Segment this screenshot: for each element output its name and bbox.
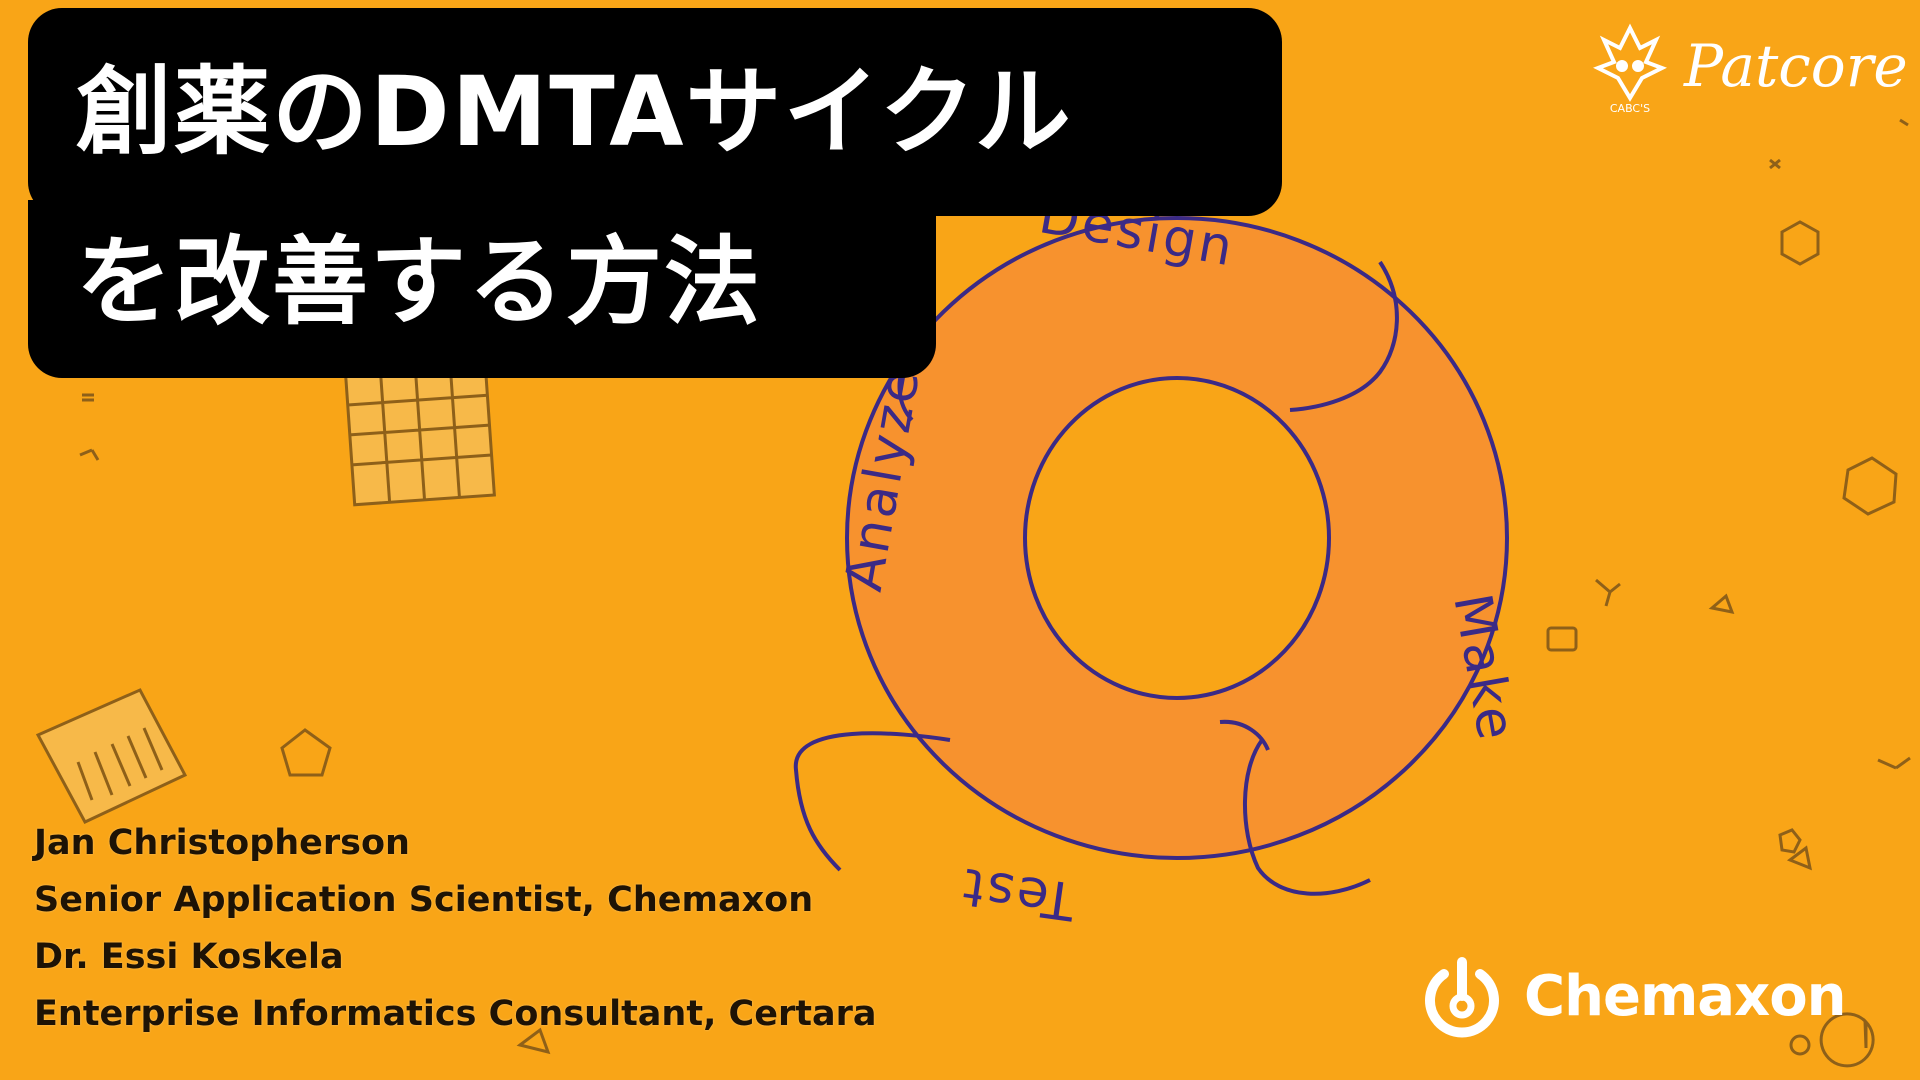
hexagon-doodle-icon (1842, 456, 1898, 516)
patcore-logo: CABC'S Patcore (1590, 18, 1908, 114)
triangle-doodle-icon (516, 1027, 551, 1055)
power-ring-icon (1425, 957, 1499, 1038)
patcore-emblem-text: CABC'S (1610, 102, 1650, 114)
pentagon-doodle-icon (280, 728, 332, 777)
circle-doodle-icon (1789, 1034, 1811, 1056)
speaker-2-name: Dr. Essi Koskela (34, 937, 344, 977)
speaker-1-name: Jan Christopherson (34, 823, 410, 863)
page-title-line-2: を改善する方法 (76, 226, 762, 338)
molecule-doodle-icon (1877, 756, 1911, 770)
hexagon-doodle-icon (1778, 828, 1802, 854)
tick-doodle-icon (1769, 118, 1909, 170)
spreadsheet-doodle-icon (344, 363, 496, 507)
speaker-list: Jan Christopherson Senior Application Sc… (34, 815, 876, 1043)
patcore-wordmark: Patcore (1684, 32, 1908, 100)
cycle-ring (844, 216, 1510, 860)
triangle-doodle-icon (1786, 845, 1813, 871)
cycle-stage-make: Make (1441, 589, 1526, 746)
cycle-arrow-outlines (793, 260, 1399, 896)
molecule-doodle-icon (1595, 578, 1621, 607)
molecule-doodle-icon (79, 448, 100, 461)
title-banner-line-2: を改善する方法 (28, 200, 936, 378)
chemaxon-logo: Chemaxon (1420, 950, 1847, 1042)
title-banner-line-1: 創薬のDMTAサイクル (28, 8, 1282, 216)
dmta-cycle-diagram: Design Make Test Analyze (793, 185, 1526, 931)
speaker-1-role: Senior Application Scientist, Chemaxon (34, 880, 814, 920)
document-doodle-icon (35, 688, 188, 824)
tick-doodle-icon (82, 393, 94, 402)
triangle-doodle-icon (1708, 593, 1735, 615)
cycle-stage-test: Test (957, 855, 1080, 930)
pie-doodle-icon (1819, 1012, 1875, 1068)
dragon-crest-icon: CABC'S (1593, 23, 1667, 114)
hexagon-doodle-icon (1780, 220, 1820, 266)
speaker-2-role: Enterprise Informatics Consultant, Certa… (34, 994, 877, 1034)
chemaxon-wordmark: Chemaxon (1524, 963, 1847, 1029)
battery-doodle-icon (1546, 626, 1578, 652)
page-title-line-1: 創薬のDMTAサイクル (76, 56, 1073, 168)
